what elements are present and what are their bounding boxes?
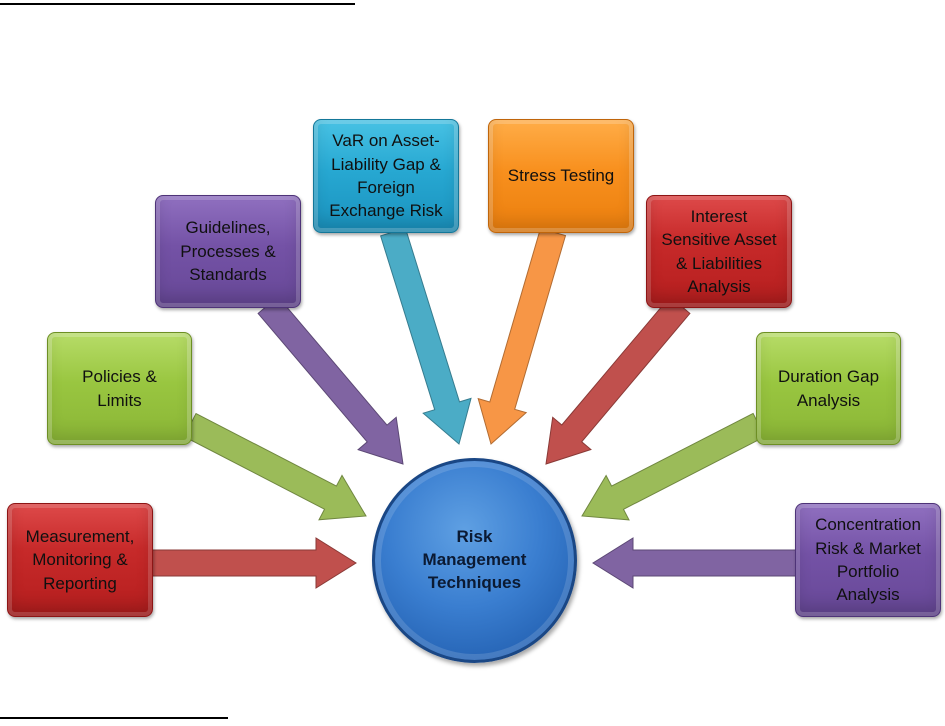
node-measurement-line-1: Measurement, xyxy=(26,525,135,548)
node-duration-line-1: Duration Gap xyxy=(778,365,879,388)
arrow-duration xyxy=(582,413,765,520)
center-hub-line-1: Risk xyxy=(423,526,527,549)
center-hub: Risk Management Techniques xyxy=(372,458,577,663)
node-guidelines-line-1: Guidelines, xyxy=(180,216,275,239)
node-measurement-line-2: Monitoring & xyxy=(26,548,135,571)
node-var-line-4: Exchange Risk xyxy=(329,199,442,222)
arrow-interest xyxy=(546,297,690,464)
arrow-policies xyxy=(184,414,366,520)
center-hub-line-2: Management xyxy=(423,549,527,572)
node-guidelines-line-3: Standards xyxy=(180,263,275,286)
node-stress: Stress Testing xyxy=(488,119,634,233)
node-interest-line-1: Interest xyxy=(661,205,776,228)
node-var-line-1: VaR on Asset- xyxy=(329,129,442,152)
node-duration-line-2: Analysis xyxy=(778,389,879,412)
arrow-concentration xyxy=(593,538,797,588)
arrow-measurement xyxy=(152,538,356,588)
node-measurement: Measurement, Monitoring & Reporting xyxy=(7,503,153,617)
node-var-line-3: Foreign xyxy=(329,176,442,199)
node-guidelines-line-2: Processes & xyxy=(180,240,275,263)
node-duration: Duration Gap Analysis xyxy=(756,332,901,445)
node-interest-line-2: Sensitive Asset xyxy=(661,228,776,251)
arrow-guidelines xyxy=(258,297,403,464)
node-stress-line-1: Stress Testing xyxy=(508,164,614,187)
node-concentration: Concentration Risk & Market Portfolio An… xyxy=(795,503,941,617)
node-var: VaR on Asset- Liability Gap & Foreign Ex… xyxy=(313,119,459,233)
node-concentration-line-4: Analysis xyxy=(815,583,921,606)
node-policies-line-2: Limits xyxy=(82,389,157,412)
arrow-var xyxy=(381,228,471,444)
center-hub-line-3: Techniques xyxy=(423,572,527,595)
node-interest-line-4: Analysis xyxy=(661,275,776,298)
arrow-stress xyxy=(478,228,565,444)
node-concentration-line-3: Portfolio xyxy=(815,560,921,583)
node-policies-line-1: Policies & xyxy=(82,365,157,388)
node-interest-line-3: & Liabilities xyxy=(661,252,776,275)
node-var-line-2: Liability Gap & xyxy=(329,153,442,176)
node-concentration-line-1: Concentration xyxy=(815,513,921,536)
node-policies: Policies & Limits xyxy=(47,332,192,445)
node-interest: Interest Sensitive Asset & Liabilities A… xyxy=(646,195,792,308)
node-guidelines: Guidelines, Processes & Standards xyxy=(155,195,301,308)
node-concentration-line-2: Risk & Market xyxy=(815,537,921,560)
node-measurement-line-3: Reporting xyxy=(26,572,135,595)
